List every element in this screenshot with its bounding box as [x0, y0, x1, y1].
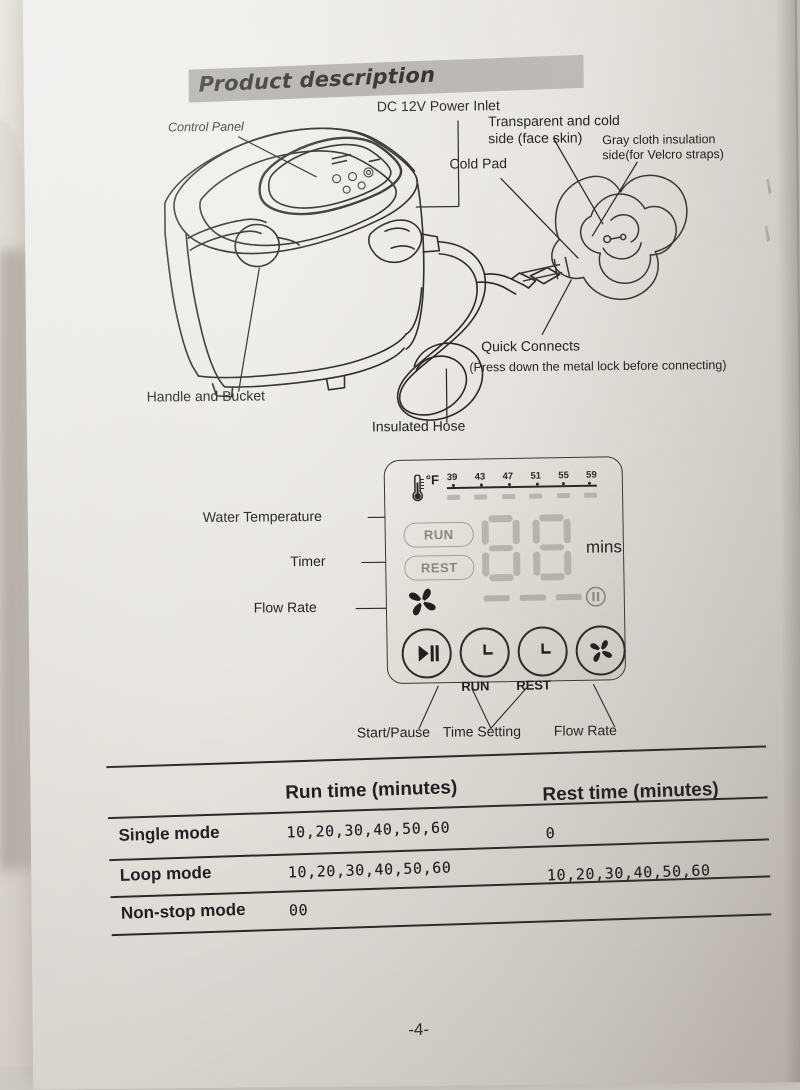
flow-bar	[483, 595, 510, 602]
seven-segment-digit	[481, 514, 521, 582]
temp-bar	[584, 492, 598, 498]
label-transparent-side: Transparent and cold side (face skin)	[487, 112, 620, 146]
label-handle-and-bucket: Handle and Bucket	[146, 387, 266, 405]
manual-page: Product description	[22, 0, 800, 1090]
run-indicator-pill: RUN	[403, 521, 474, 548]
temp-tick: 43	[474, 471, 486, 483]
flow-bar	[519, 594, 546, 601]
label-insulated-hose: Insulated Hose	[371, 417, 466, 435]
callout-water-temperature: Water Temperature	[202, 507, 322, 526]
temperature-level-bars	[447, 492, 598, 501]
flow-bar	[555, 593, 582, 601]
temperature-scale: 39 43 47 51 55 59	[446, 469, 598, 501]
rest-button-caption: REST	[516, 677, 552, 693]
run-timer-button[interactable]	[459, 627, 511, 678]
label-quick-connects: Quick Connects	[481, 337, 581, 355]
control-panel-diagram: °F 39 43 47 51 55 59	[383, 456, 627, 694]
temp-tick-mark	[451, 483, 455, 487]
temp-tick: 47	[502, 470, 514, 483]
fan-icon	[409, 588, 436, 616]
minutes-label: mins	[585, 537, 623, 557]
column-header-rest-time: Rest time (minutes)	[542, 778, 720, 806]
table-row-label: Non-stop mode	[120, 899, 246, 923]
temp-tick: 51	[530, 470, 542, 482]
table-cell-rest: 10,20,30,40,50,60	[546, 861, 711, 885]
flow-rate-bars	[483, 593, 582, 602]
start-pause-button[interactable]	[401, 628, 453, 679]
temp-tick-mark	[535, 482, 539, 486]
label-gray-cloth-side: Gray cloth insulation side(for Velcro st…	[602, 132, 724, 162]
callout-flow-rate: Flow Rate	[253, 598, 317, 616]
temp-tick-mark	[507, 483, 511, 487]
table-cell-rest: 0	[545, 824, 556, 843]
rest-indicator-pill: REST	[404, 554, 475, 581]
label-control-panel: Control Panel	[167, 119, 244, 135]
run-button-caption: RUN	[461, 678, 490, 694]
table-rule	[106, 745, 767, 769]
thermometer-icon	[412, 474, 424, 502]
table-row-label: Single mode	[118, 822, 220, 845]
temp-tick: 59	[586, 469, 597, 481]
temp-bar	[474, 494, 488, 500]
temp-bar	[556, 493, 570, 499]
label-cold-pad: Cold Pad	[449, 155, 508, 172]
table-cell-run: 00	[288, 900, 309, 920]
callout-timer: Timer	[290, 552, 326, 570]
temp-tick-mark	[561, 482, 565, 486]
mode-table: Run time (minutes) Rest time (minutes) S…	[106, 745, 772, 942]
column-header-run-time: Run time (minutes)	[284, 777, 458, 804]
temperature-unit: °F	[425, 472, 440, 488]
clock-icon	[483, 644, 493, 655]
temp-bar	[501, 493, 515, 500]
seven-segment-digit	[532, 514, 572, 581]
rest-timer-button[interactable]	[517, 626, 569, 677]
temp-bar	[529, 493, 543, 499]
page-number: -4-	[408, 1019, 430, 1040]
temp-tick-mark	[587, 481, 591, 485]
table-cell-run: 10,20,30,40,50,60	[287, 858, 452, 882]
page-content: Product description	[23, 0, 800, 1090]
callout-start-pause: Start/Pause	[356, 723, 431, 741]
label-quick-connects-note: (Press down the metal lock before connec…	[469, 357, 727, 375]
callout-time-setting: Time Setting	[442, 722, 522, 740]
pause-indicator-icon	[585, 586, 606, 607]
table-row-label: Loop mode	[119, 862, 212, 885]
play-pause-icon	[418, 645, 439, 662]
timer-display	[481, 514, 572, 582]
temp-tick: 55	[558, 470, 569, 482]
label-power-inlet: DC 12V Power Inlet	[376, 97, 500, 115]
callout-flow-rate-button: Flow Rate	[553, 722, 617, 739]
temp-bar	[447, 494, 461, 501]
temp-tick: 39	[446, 471, 458, 484]
temperature-axis-line	[446, 484, 597, 490]
temp-tick-mark	[479, 483, 483, 487]
temperature-axis	[446, 481, 597, 491]
table-cell-run: 10,20,30,40,50,60	[286, 818, 451, 842]
flow-rate-button[interactable]	[575, 625, 627, 676]
clock-icon	[541, 643, 551, 654]
fan-icon	[590, 640, 613, 662]
